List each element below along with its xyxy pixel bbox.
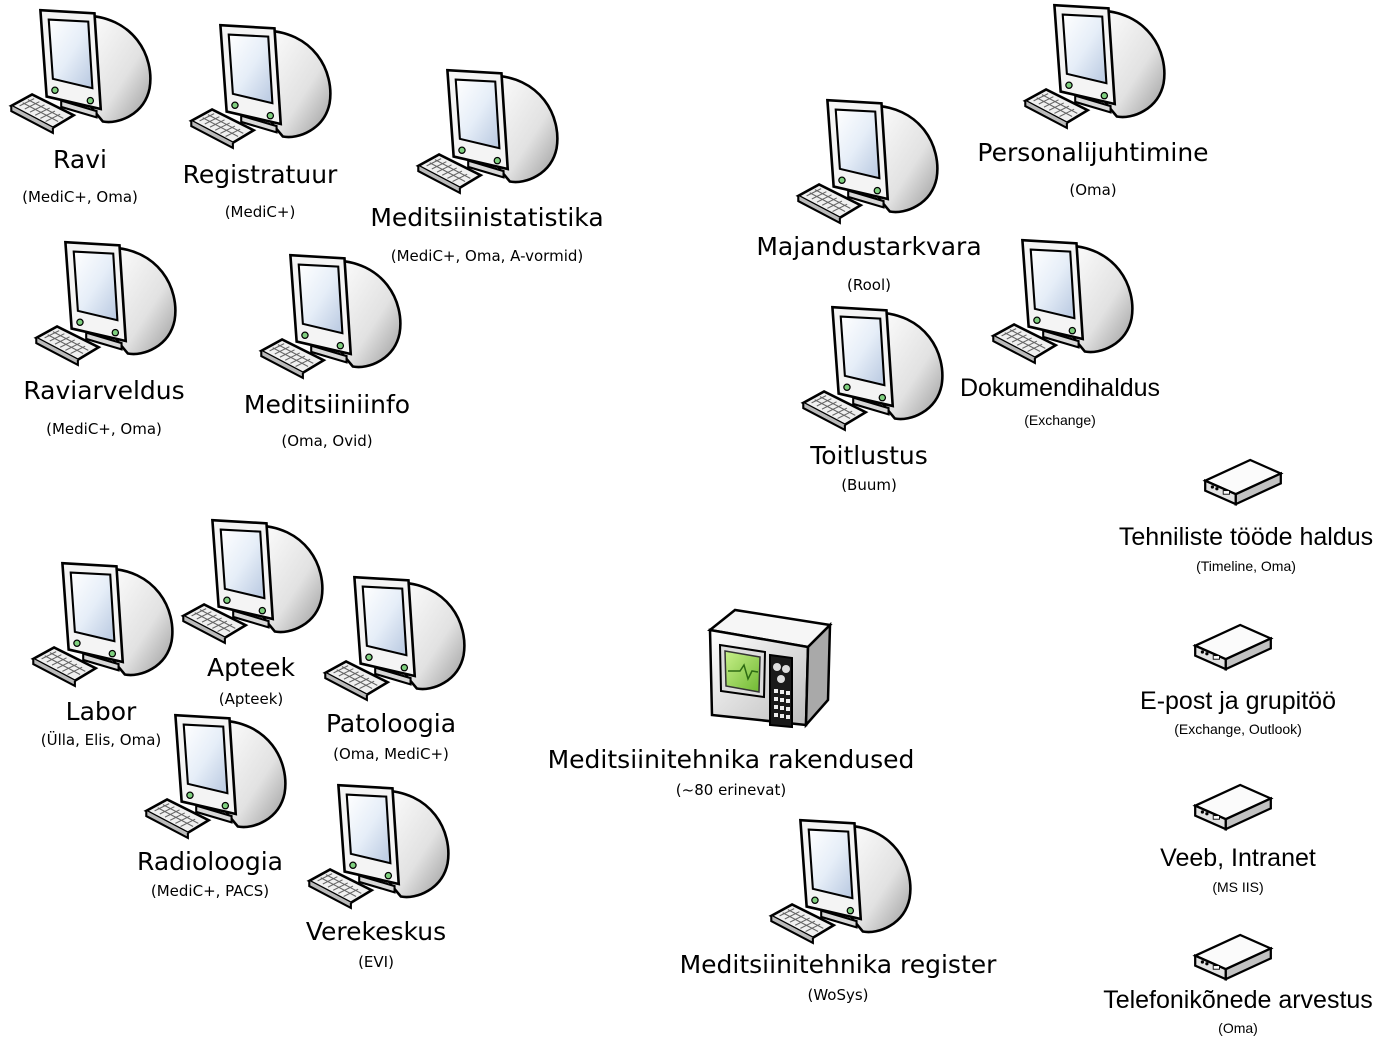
node-title: Telefonikõnede arvestus <box>1103 986 1373 1014</box>
node-subtitle: (Oma, Ovid) <box>281 432 373 450</box>
computer-icon <box>416 68 559 195</box>
node-title: Registratuur <box>182 160 338 189</box>
medical-device-icon <box>708 608 832 729</box>
node-title: Verekeskus <box>305 917 447 946</box>
node-title: Dokumendihaldus <box>959 374 1161 402</box>
computer-icon <box>323 575 466 702</box>
node-subtitle: (MediC+, PACS) <box>150 882 270 900</box>
node-subtitle: (MS IIS) <box>1212 879 1264 895</box>
node-subtitle: (Oma) <box>1069 181 1117 199</box>
node-title: Meditsiinitehnika rakendused <box>547 745 915 774</box>
server-icon <box>1194 623 1272 671</box>
node-subtitle: (Exchange) <box>1024 412 1096 428</box>
computer-icon <box>1023 3 1166 130</box>
node-subtitle: (Timeline, Oma) <box>1196 558 1296 574</box>
node-title: Meditsiinitehnika register <box>679 950 997 979</box>
computer-icon <box>801 305 944 432</box>
server-icon <box>1204 458 1282 506</box>
node-subtitle: (MediC+) <box>224 203 296 221</box>
node-title: E-post ja grupitöö <box>1140 687 1336 715</box>
node-subtitle: (WoSys) <box>807 986 869 1004</box>
server-icon <box>1194 783 1272 831</box>
node-subtitle: (MediC+, Oma) <box>46 420 162 438</box>
node-title: Veeb, Intranet <box>1160 844 1316 872</box>
node-subtitle: (Apteek) <box>218 690 284 708</box>
node-title: Ravi <box>53 145 107 174</box>
node-title: Patoloogia <box>325 709 457 738</box>
node-title: Meditsiiniinfo <box>243 390 411 419</box>
computer-icon <box>144 713 287 840</box>
node-title: Toitlustus <box>810 441 928 470</box>
node-subtitle: (Buum) <box>841 476 897 494</box>
node-subtitle: (Oma, MediC+) <box>333 745 449 763</box>
node-subtitle: (Exchange, Outlook) <box>1174 721 1302 737</box>
node-title: Majandustarkvara <box>756 232 982 261</box>
node-subtitle: (Ülla, Elis, Oma) <box>40 731 162 749</box>
node-subtitle: (MediC+, Oma, A-vormid) <box>390 247 584 265</box>
computer-icon <box>181 518 324 645</box>
computer-icon <box>796 98 939 225</box>
node-subtitle: (~80 erinevat) <box>675 781 787 799</box>
node-subtitle: (EVI) <box>358 953 394 971</box>
node-title: Apteek <box>206 653 296 682</box>
computer-icon <box>769 818 912 945</box>
computer-icon <box>259 253 402 380</box>
computer-icon <box>189 23 332 150</box>
node-title: Raviarveldus <box>23 376 185 405</box>
computer-icon <box>9 8 152 135</box>
computer-icon <box>991 238 1134 365</box>
computer-icon <box>307 783 450 910</box>
node-title: Personalijuhtimine <box>977 138 1209 167</box>
node-subtitle: (Oma) <box>1218 1020 1258 1036</box>
server-icon <box>1194 933 1272 981</box>
node-subtitle: (Rool) <box>847 276 891 294</box>
computer-icon <box>34 240 177 367</box>
node-title: Radioloogia <box>137 847 283 876</box>
node-title: Tehniliste tööde haldus <box>1118 523 1374 551</box>
node-title: Meditsiinistatistika <box>370 203 604 232</box>
node-title: Labor <box>65 697 137 726</box>
computer-icon <box>31 561 174 688</box>
node-subtitle: (MediC+, Oma) <box>22 188 138 206</box>
